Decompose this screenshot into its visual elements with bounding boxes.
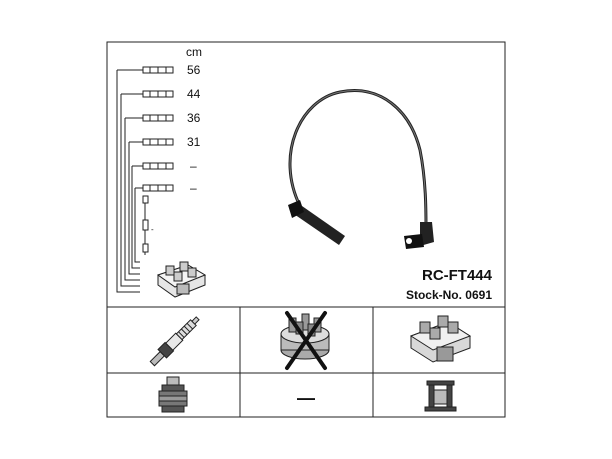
length-value-6: – — [190, 181, 197, 195]
straight-boot-icon — [288, 200, 345, 245]
cable-row-3: 36 — [125, 111, 201, 125]
angled-boot-icon — [404, 222, 434, 249]
small-dash: - — [151, 225, 154, 234]
length-list: cm 56 44 36 31 – — [116, 45, 207, 298]
length-value-4: 31 — [187, 135, 201, 149]
cable-row-1: 56 — [117, 63, 201, 77]
ignition-cable-illustration — [288, 89, 434, 249]
product-code: RC-FT444 — [422, 267, 493, 284]
frame — [106, 41, 506, 418]
crossed-out-mark — [285, 311, 327, 370]
stock-number: Stock-No. 0691 — [406, 288, 492, 302]
cable-row-6: – — [135, 181, 197, 195]
length-value-2: 44 — [187, 87, 201, 101]
dash-value: — — [297, 388, 315, 408]
coil-terminal-icon — [424, 380, 457, 412]
cable-row-5: – — [132, 159, 197, 173]
length-value-3: 36 — [187, 111, 201, 125]
cable-leads — [116, 70, 146, 293]
plug-boot-icon — [158, 376, 188, 413]
length-value-5: – — [190, 159, 197, 173]
length-value-1: 56 — [187, 63, 201, 77]
cable-row-4: 31 — [129, 135, 201, 149]
ignition-coil-icon — [409, 315, 472, 363]
unit-label: cm — [186, 45, 202, 59]
coil-small-icon — [156, 261, 207, 298]
spark-plug-icon — [149, 316, 200, 367]
small-connectors — [142, 195, 149, 253]
cable-row-2: 44 — [121, 87, 201, 101]
